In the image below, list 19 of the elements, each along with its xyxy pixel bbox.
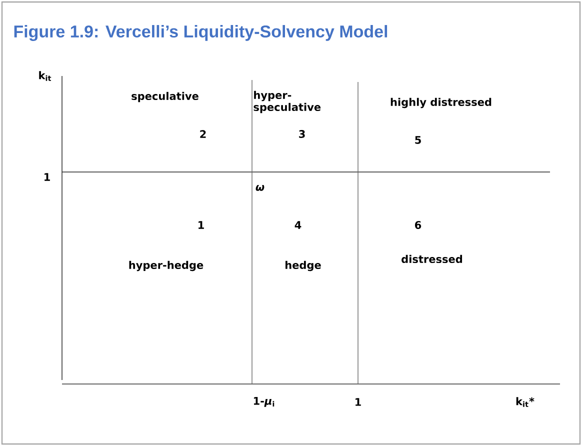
tick-label: 1 [44, 173, 50, 181]
region-number: 3 [299, 130, 305, 138]
region-label: highly distressed [390, 98, 492, 108]
region-label: speculative [132, 92, 198, 102]
region-label: hedge [286, 260, 321, 272]
region-label: hyper-hedge [129, 260, 204, 272]
title: Figure 1.9: Vercelli’s Liquidity-Solvency Model [14, 25, 388, 41]
point-label: ω [256, 185, 264, 191]
tick-label: 1-μ$_{i}$ [254, 397, 274, 407]
axis-label: k$_{it}$ [39, 71, 52, 81]
axis-label: k$_{it}$* [516, 397, 534, 407]
region-label: distressed [402, 254, 462, 264]
region-number: 5 [415, 136, 421, 144]
region-number: 4 [294, 221, 302, 229]
region-number: 2 [200, 130, 206, 138]
region-number: 1 [198, 221, 204, 229]
region-number: 6 [415, 221, 422, 229]
region-label: hyper- speculative [254, 90, 321, 114]
tick-label: 1 [356, 398, 361, 406]
